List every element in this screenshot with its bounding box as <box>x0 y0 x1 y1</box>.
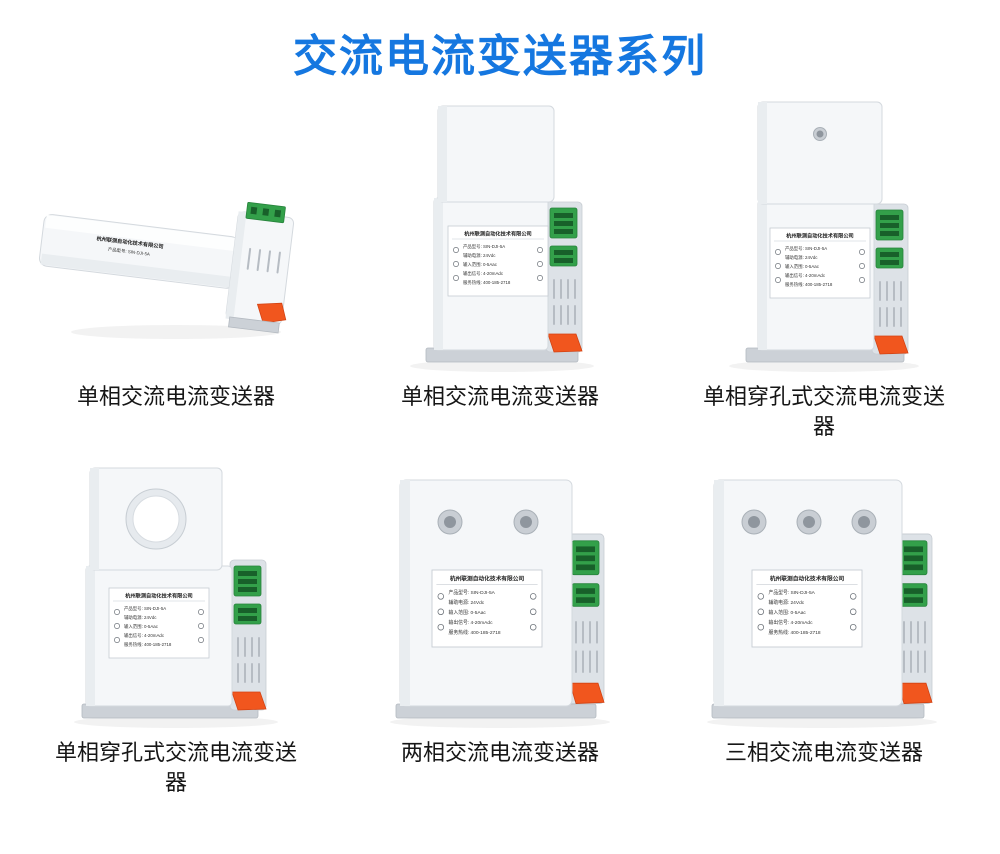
device-head <box>757 101 883 205</box>
terminal-block-icon <box>245 202 286 224</box>
device-head <box>437 105 555 203</box>
product-caption: 单相交流电流变送器 <box>76 384 275 409</box>
product-card-1: 杭州联测自动化技术有限公司 产品型号: SIN-DJI-5A <box>26 92 326 446</box>
product-image-vertical-transmitter <box>410 105 594 372</box>
product-image-two-phase <box>390 479 610 728</box>
product-card-5: 两相交流电流变送器 <box>350 448 650 802</box>
device-body: 杭州联测自动化技术有限公司 产品型号: SIN-DJI-5A <box>38 202 295 334</box>
device-head <box>89 467 223 571</box>
vent-slots <box>246 247 281 274</box>
product-caption: 两相交流电流变送器 <box>400 740 599 765</box>
product-image-horizontal-transmitter: 杭州联测自动化技术有限公司 产品型号: SIN-DJI-5A <box>38 202 295 339</box>
product-grid: 杭州联测自动化技术有限公司 产品型号: SIN-DJI-5A <box>14 92 986 802</box>
page-title: 交流电流变送器系列 <box>293 32 707 81</box>
product-card-6: 三相交流电流变送器 <box>674 448 974 802</box>
product-caption: 单相交流电流变送器 <box>400 384 599 409</box>
din-clip-icon <box>256 302 287 324</box>
product-caption: 单相穿孔式交流电流变送器 <box>702 384 945 439</box>
din-mount-end <box>225 202 295 334</box>
product-card-3: 单相穿孔式交流电流变送器 <box>674 92 974 446</box>
product-card-2: 单相交流电流变送器 <box>350 92 650 446</box>
product-caption: 单相穿孔式交流电流变送器 <box>54 740 297 795</box>
product-card-4: 单相穿孔式交流电流变送器 <box>26 448 326 802</box>
product-caption: 三相交流电流变送器 <box>724 740 923 765</box>
product-image-three-phase <box>707 479 937 728</box>
din-foot <box>228 316 280 334</box>
product-image-throughhole-small <box>729 101 919 372</box>
product-image-throughhole-large <box>74 467 278 728</box>
